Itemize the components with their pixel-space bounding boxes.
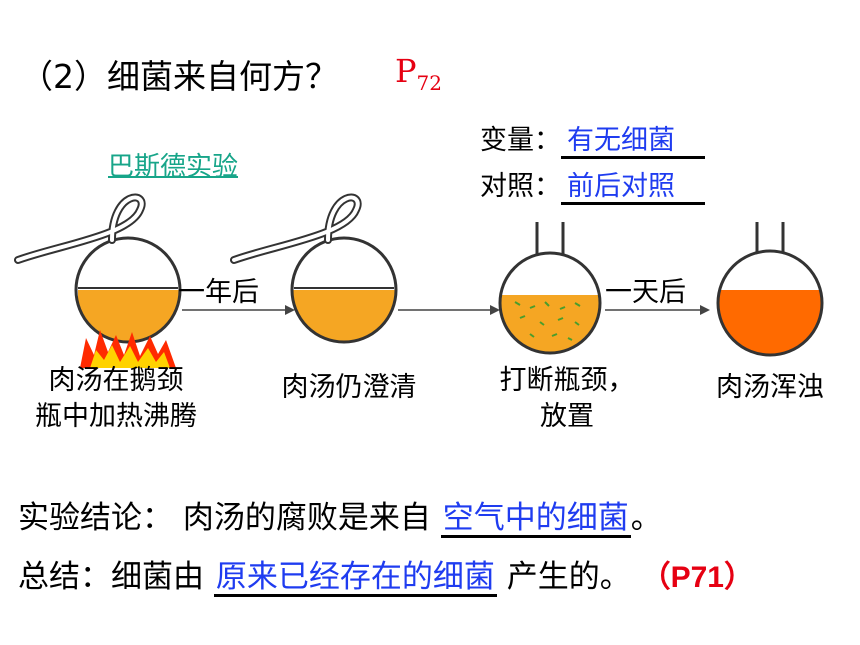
page-reference: P72 — [395, 52, 442, 95]
arrow-label-one-year: 一年后 — [178, 277, 259, 308]
summary-label: 总结：细菌由 — [18, 559, 204, 595]
pasteur-flasks-illustration — [14, 193, 824, 368]
control-answer: 前后对照 — [561, 172, 705, 205]
flask4-caption: 肉汤浑浊 — [716, 372, 824, 403]
summary-page-reference: （P71） — [640, 561, 754, 594]
flask2-caption: 肉汤仍澄清 — [281, 372, 417, 403]
variable-answer: 有无细菌 — [561, 126, 705, 159]
summary-text: 产生的。 — [506, 559, 631, 595]
variable-row: 变量：有无细菌 — [480, 118, 705, 159]
conclusion-answer: 空气中的细菌 — [440, 501, 631, 539]
flame-icon — [80, 330, 176, 368]
turbid-flask — [716, 222, 824, 357]
conclusion-text: 肉汤的腐败是来自 — [182, 500, 431, 536]
swan-neck-flask-heated — [14, 193, 182, 344]
flask3-caption: 打断瓶颈， 放置 — [499, 365, 635, 433]
summary-row: 总结：细菌由 原来已经存在的细菌 产生的。 （P71） — [18, 551, 754, 598]
swan-neck-flask-clear — [230, 193, 398, 344]
experiment-name-link[interactable]: 巴斯德实验 — [108, 152, 239, 182]
broken-neck-flask — [498, 222, 602, 355]
summary-answer: 原来已经存在的细菌 — [213, 560, 497, 598]
control-row: 对照：前后对照 — [480, 164, 705, 205]
page-title: （2）细菌来自何方？ — [20, 57, 338, 96]
arrow-label-one-day: 一天后 — [605, 277, 686, 308]
conclusion-row: 实验结论： 肉汤的腐败是来自 空气中的细菌。 — [18, 492, 662, 539]
control-label: 对照： — [480, 171, 561, 202]
conclusion-label: 实验结论： — [18, 500, 173, 536]
flask1-caption: 肉汤在鹅颈 瓶中加热沸腾 — [35, 365, 197, 433]
variable-label: 变量： — [480, 125, 561, 156]
